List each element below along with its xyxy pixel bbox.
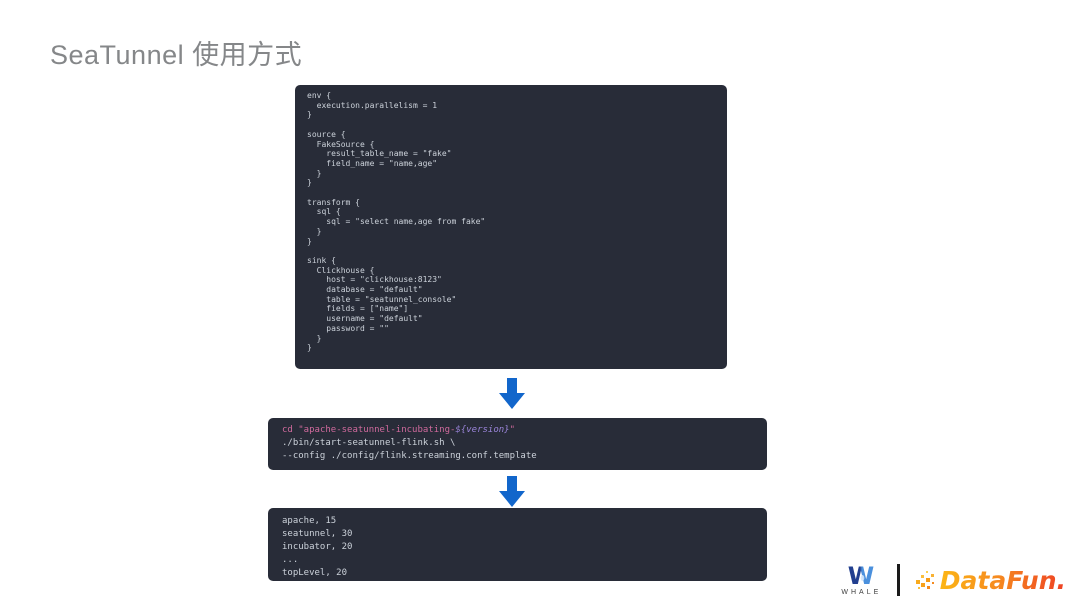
- datafun-pixels-icon: [915, 570, 937, 593]
- page-title: SeaTunnel 使用方式: [50, 40, 303, 70]
- whale-label: WHALE: [841, 589, 882, 596]
- string-token: "apache-seatunnel-incubating-: [298, 425, 456, 435]
- datafun-logo: DataFun.: [915, 565, 1066, 595]
- footer-logos: W WHALE DataFun.: [841, 564, 1066, 596]
- command-code-block: cd "apache-seatunnel-incubating-${versio…: [268, 418, 767, 470]
- config-code-block: env { execution.parallelism = 1 } source…: [295, 85, 727, 369]
- variable-token: ${version}: [455, 425, 510, 435]
- logo-separator: [897, 564, 900, 596]
- whale-mark-icon: W: [848, 564, 874, 588]
- shell-command-token: cd: [282, 425, 299, 435]
- output-code-text: apache, 15 seatunnel, 30 incubator, 20 .…: [282, 516, 353, 578]
- whale-droplet-shape: [861, 575, 865, 581]
- command-lines-rest: ./bin/start-seatunnel-flink.sh \ --confi…: [282, 438, 537, 461]
- down-arrow-shape: [499, 378, 525, 409]
- config-code-text: env { execution.parallelism = 1 } source…: [307, 91, 486, 353]
- down-arrow-icon: [499, 378, 525, 409]
- datafun-wordmark: DataFun.: [939, 565, 1066, 595]
- string-token: ": [509, 425, 516, 435]
- command-line-1: cd "apache-seatunnel-incubating-${versio…: [282, 424, 753, 437]
- whale-mark-letter: W: [848, 564, 874, 588]
- down-arrow-shape: [499, 476, 525, 507]
- down-arrow-icon: [499, 476, 525, 507]
- whale-logo: W WHALE: [841, 564, 881, 596]
- output-code-block: apache, 15 seatunnel, 30 incubator, 20 .…: [268, 508, 767, 581]
